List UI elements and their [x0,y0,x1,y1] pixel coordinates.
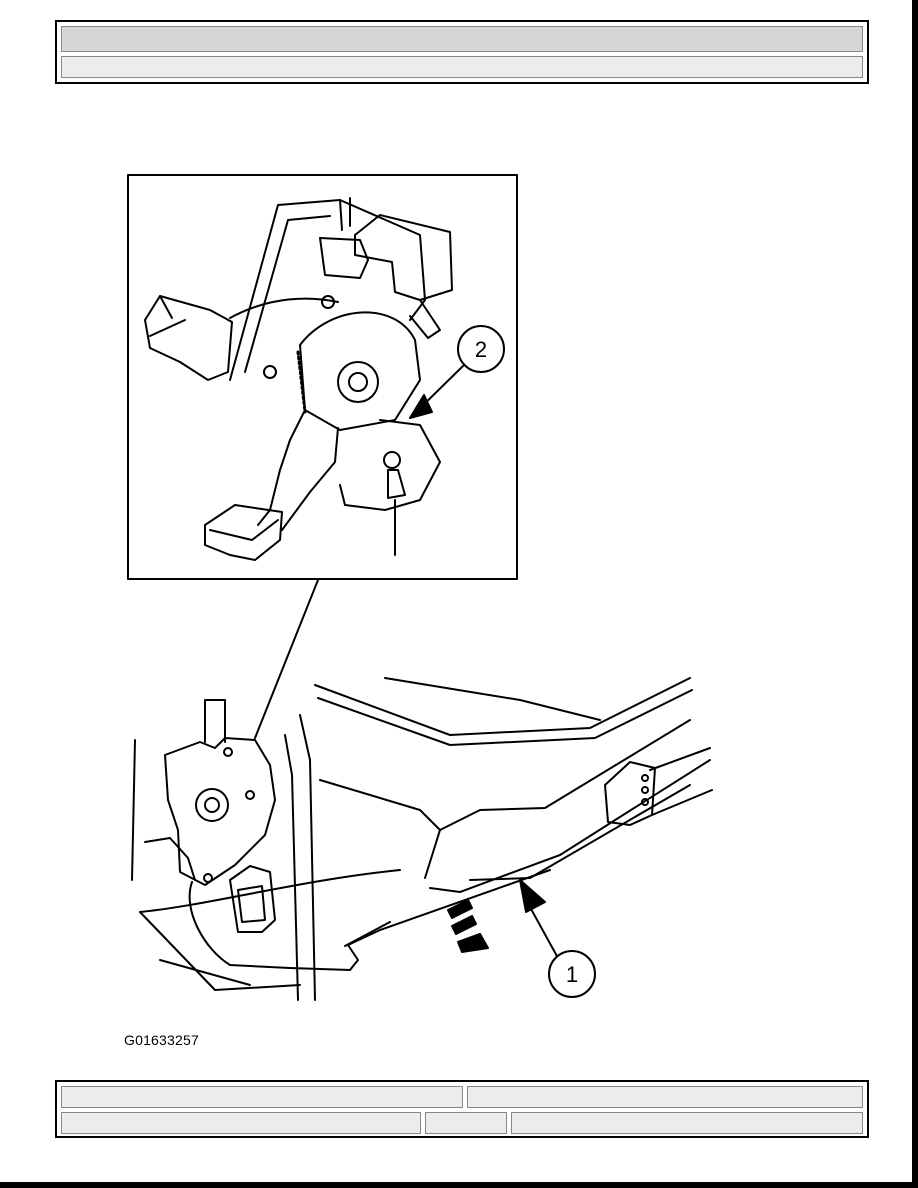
header-title-bar [61,26,863,52]
footer-cell-top-left [61,1086,463,1108]
callout-2-label: 2 [475,337,487,362]
page-header [55,20,869,84]
figure-id-label: G01633257 [124,1032,199,1048]
footer-cell-bottom-middle [425,1112,507,1134]
footer-cell-bottom-right [511,1112,863,1134]
header-subtitle-bar [61,56,863,78]
callout-2: 2 [457,325,505,373]
callout-1-label: 1 [566,962,578,987]
footer-cell-top-right [467,1086,863,1108]
parking-brake-illustration: 2 1 [127,174,713,1001]
callout-1: 1 [548,950,596,998]
inset-frame [127,174,518,580]
footer-cell-bottom-left [61,1112,421,1134]
page-footer [55,1080,869,1138]
